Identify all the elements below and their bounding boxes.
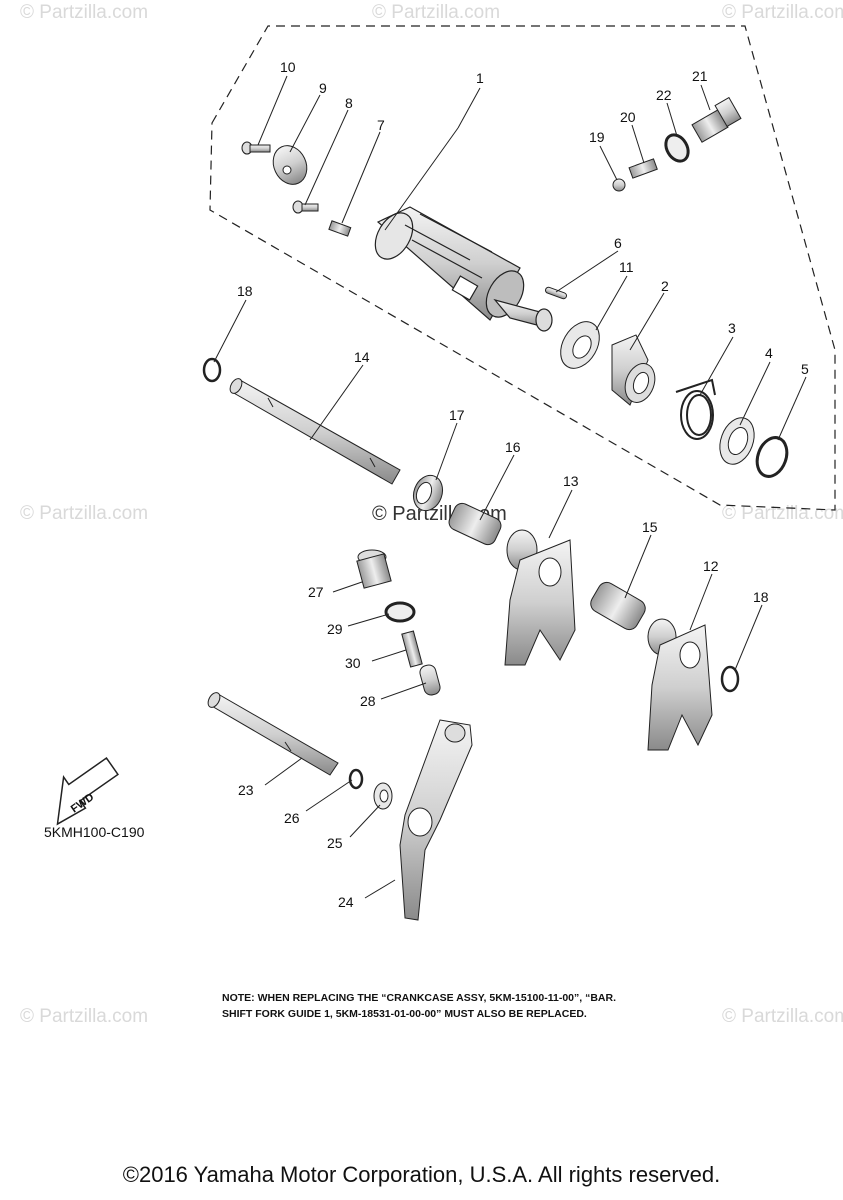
circlip (755, 436, 789, 478)
callout-6: 6 (614, 235, 622, 251)
washer (560, 321, 600, 369)
callout-29: 29 (327, 621, 343, 637)
callout-18-right: 18 (753, 589, 769, 605)
shift-arm (399, 719, 473, 921)
pin (419, 664, 441, 696)
note-line-1: NOTE: WHEN REPLACING THE “CRANKCASE ASSY… (222, 992, 617, 1004)
callout-11: 11 (619, 259, 634, 275)
diagram-code: 5KMH100-C190 (44, 824, 145, 840)
ball (612, 178, 626, 192)
spring (328, 220, 352, 237)
plug (356, 549, 392, 589)
assembly-boundary (209, 25, 836, 511)
watermark-bottom-right: © Partzilla.com (722, 1006, 843, 1027)
watermark-bottom-left: © Partzilla.com (20, 1006, 148, 1027)
watermark-top-left: © Partzilla.com (20, 2, 148, 23)
callout-labels: 1 2 3 4 5 6 7 8 9 10 11 12 13 14 15 16 1… (237, 59, 809, 910)
callout-9: 9 (319, 80, 327, 96)
callout-15: 15 (642, 519, 658, 535)
fwd-arrow-icon: FWD (56, 757, 119, 826)
callout-30: 30 (345, 655, 361, 671)
leader-lines (213, 75, 807, 899)
circlip (720, 665, 740, 693)
callout-13: 13 (563, 473, 579, 489)
spring (628, 158, 658, 179)
callout-22: 22 (656, 87, 672, 103)
replacement-note: NOTE: WHEN REPLACING THE “CRANKCASE ASSY… (222, 990, 742, 1022)
callout-10: 10 (280, 59, 296, 75)
shift-drum (374, 206, 553, 332)
callout-17: 17 (449, 407, 465, 423)
spring (401, 630, 423, 668)
bolt (292, 200, 319, 214)
callout-16: 16 (505, 439, 521, 455)
circlip (348, 768, 364, 790)
callout-14: 14 (354, 349, 370, 365)
watermark-mid-right: © Partzilla.com (722, 503, 843, 524)
pin (544, 286, 568, 300)
torsion-spring (675, 378, 716, 440)
shift-fork (504, 529, 576, 666)
callout-28: 28 (360, 693, 376, 709)
gasket (384, 601, 416, 623)
copyright-notice: ©2016 Yamaha Motor Corporation, U.S.A. A… (122, 1162, 721, 1187)
callout-7: 7 (377, 117, 385, 133)
note-line-2: SHIFT FORK GUIDE 1, 5KM-18531-01-00-00” … (222, 1008, 587, 1020)
stopper-plate (272, 145, 308, 185)
callout-23: 23 (238, 782, 254, 798)
callout-27: 27 (308, 584, 324, 600)
callout-12: 12 (703, 558, 719, 574)
callout-20: 20 (620, 109, 636, 125)
callout-24: 24 (338, 894, 354, 910)
callout-3: 3 (728, 320, 736, 336)
watermark-mid-left: © Partzilla.com (20, 503, 148, 524)
segment-lever (611, 334, 656, 406)
callout-19: 19 (589, 129, 605, 145)
washer (373, 782, 393, 810)
watermarks: © Partzilla.com © Partzilla.com © Partzi… (20, 2, 843, 1027)
shift-fork-shaft (229, 378, 401, 485)
callout-2: 2 (661, 278, 669, 294)
collar (412, 474, 444, 512)
callout-21: 21 (692, 68, 708, 84)
callout-25: 25 (327, 835, 343, 851)
gasket (664, 133, 690, 163)
washer (719, 417, 755, 465)
shift-shaft (207, 692, 339, 776)
shift-fork (647, 618, 713, 751)
callout-18-left: 18 (237, 283, 253, 299)
watermark-top-center: © Partzilla.com (372, 2, 500, 23)
spring (590, 581, 646, 631)
watermark-top-right: © Partzilla.com (722, 2, 843, 23)
callout-5: 5 (801, 361, 809, 377)
spring (448, 502, 502, 546)
callout-4: 4 (765, 345, 773, 361)
circlip (202, 357, 222, 383)
callout-26: 26 (284, 810, 300, 826)
plug (691, 96, 742, 143)
callout-1: 1 (476, 70, 484, 86)
callout-8: 8 (345, 95, 353, 111)
screw (241, 141, 271, 155)
